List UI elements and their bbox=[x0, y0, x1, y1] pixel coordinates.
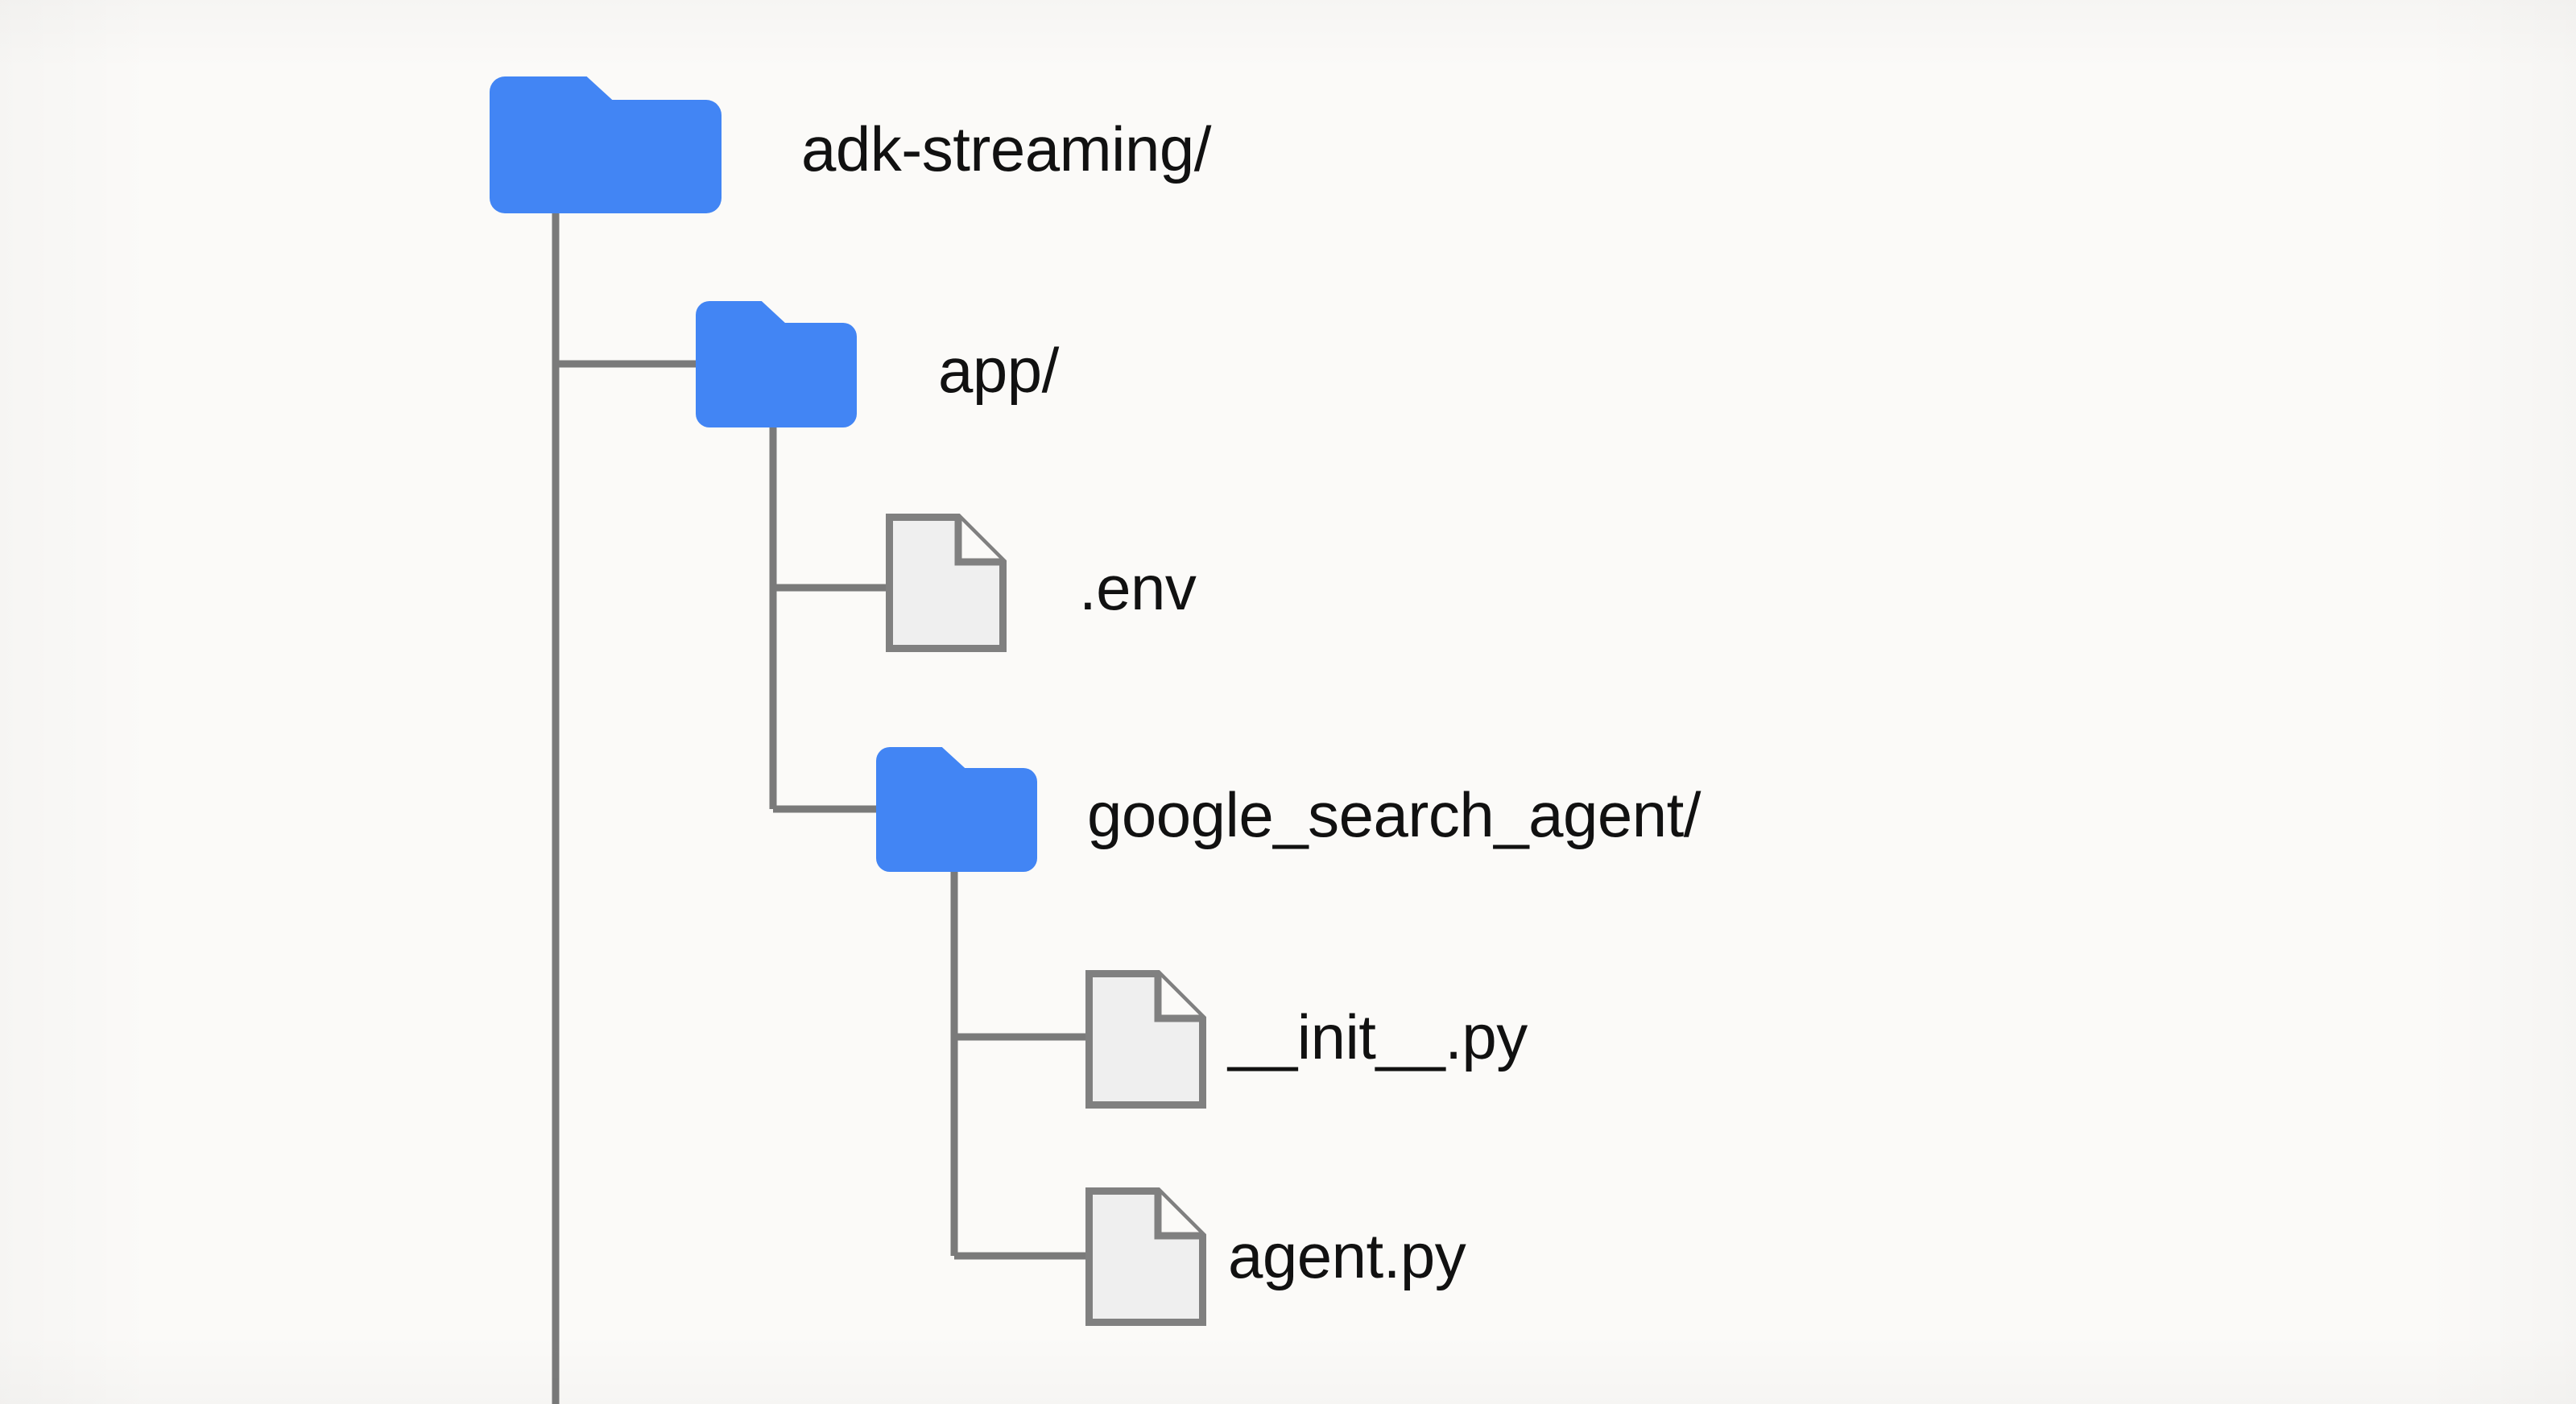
folder-icon[interactable] bbox=[490, 76, 722, 213]
folder-icon-shape bbox=[696, 301, 857, 427]
file-icon-fold bbox=[1154, 1191, 1203, 1240]
tree-node-label-google_search_agent[interactable]: google_search_agent/ bbox=[1087, 779, 1701, 850]
folder-icon[interactable] bbox=[876, 747, 1037, 872]
tree-node-label-agent_py[interactable]: agent.py bbox=[1228, 1220, 1466, 1291]
folder-icon[interactable] bbox=[696, 301, 857, 427]
tree-node-label-env[interactable]: .env bbox=[1079, 552, 1197, 623]
tree-node-label-app[interactable]: app/ bbox=[938, 335, 1059, 406]
file-icon-body bbox=[1085, 970, 1206, 1109]
file-icon-body bbox=[886, 514, 1007, 652]
file-icon[interactable] bbox=[886, 514, 1007, 652]
file-icon[interactable] bbox=[1085, 1187, 1206, 1326]
tree-node-label-init_py[interactable]: __init__.py bbox=[1228, 1001, 1528, 1072]
file-icon-fold bbox=[1154, 973, 1203, 1022]
folder-icon-shape bbox=[490, 76, 722, 213]
file-icon-fold bbox=[954, 517, 1003, 566]
file-icon[interactable] bbox=[1085, 970, 1206, 1109]
tree-node-label-root[interactable]: adk-streaming/ bbox=[801, 114, 1211, 184]
folder-icon-shape bbox=[876, 747, 1037, 872]
file-icon-body bbox=[1085, 1187, 1206, 1326]
